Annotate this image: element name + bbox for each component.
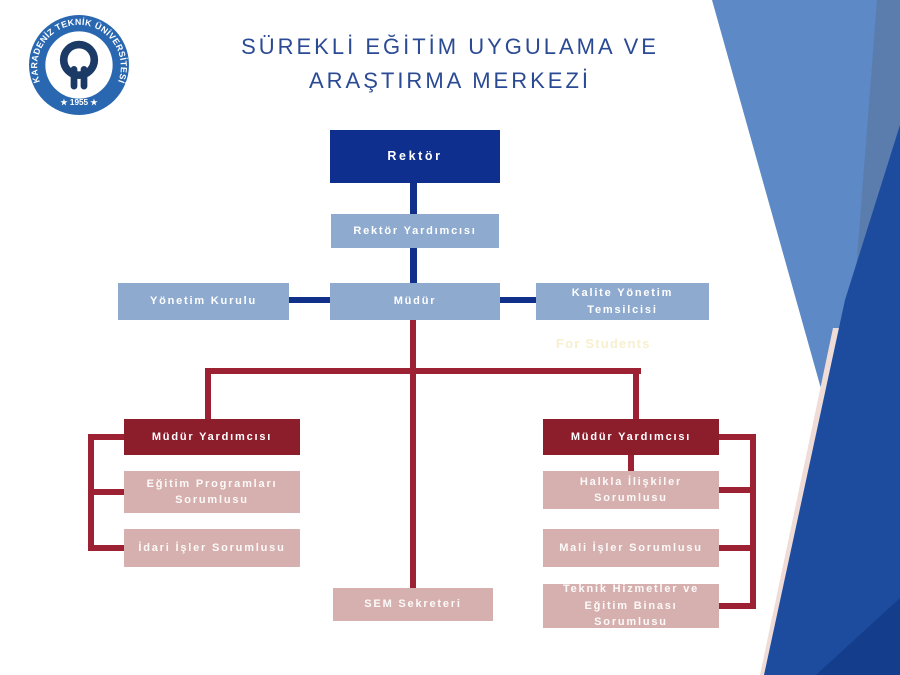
node-kalite-yonetim-temsilcisi: Kalite Yönetim Temsilcisi xyxy=(536,283,709,320)
bracket-left-stub-2 xyxy=(88,489,124,495)
logo-pillar-right xyxy=(80,66,88,90)
node-idari-isler-sorumlusu: İdari İşler Sorumlusu xyxy=(124,529,300,567)
faint-template-text: For Students xyxy=(556,336,651,351)
connector-rektor-to-yardimci xyxy=(410,183,417,215)
bracket-left-stub-3 xyxy=(88,545,124,551)
node-mudur-yardimcisi-sol: Müdür Yardımcısı xyxy=(124,419,300,455)
node-mudur: Müdür xyxy=(330,283,500,320)
node-mudur-yardimcisi-sag: Müdür Yardımcısı xyxy=(543,419,719,455)
node-teknik-hizmetler-sorumlusu: Teknik Hizmetler ve Eğitim Binası Soruml… xyxy=(543,583,719,628)
connector-mudur-to-sem xyxy=(410,320,416,588)
node-halkla-iliskiler-sorumlusu: Halkla İlişkiler Sorumlusu xyxy=(543,471,719,509)
bracket-left-stub-1 xyxy=(88,434,124,440)
connector-drop-right xyxy=(633,368,639,419)
node-sem-sekreteri: SEM Sekreteri xyxy=(333,588,493,621)
logo-ring xyxy=(59,40,99,80)
node-egitim-programlari-sorumlusu: Eğitim Programları Sorumlusu xyxy=(124,471,300,513)
connector-yardimci-to-mudur xyxy=(410,248,417,283)
university-logo-icon: KARADENİZ TEKNİK ÜNİVERSİTESİ ★ 1955 ★ xyxy=(29,15,129,115)
connector-mudur-to-yonetim-kurulu xyxy=(289,297,330,303)
connector-mudur-to-kalite xyxy=(500,297,536,303)
bracket-right-stub-1 xyxy=(719,434,756,440)
connector-split-horizontal xyxy=(205,368,641,374)
logo-year-text: ★ 1955 ★ xyxy=(59,98,98,107)
page-title: SÜREKLİ EĞİTİM UYGULAMA VE ARAŞTIRMA MER… xyxy=(241,34,659,94)
logo-pillar-left xyxy=(70,66,78,90)
node-mali-isler-sorumlusu: Mali İşler Sorumlusu xyxy=(543,529,719,567)
bracket-right-stub-4 xyxy=(719,603,756,609)
connector-sag-to-halkla xyxy=(628,455,634,471)
node-rektor: Rektör xyxy=(330,130,500,183)
bracket-right-stub-3 xyxy=(719,545,756,551)
bracket-right-vertical xyxy=(750,434,756,609)
node-rektor-yardimcisi: Rektör Yardımcısı xyxy=(331,214,499,248)
connector-drop-left xyxy=(205,368,211,419)
bracket-right-stub-2 xyxy=(719,487,756,493)
node-yonetim-kurulu: Yönetim Kurulu xyxy=(118,283,289,320)
